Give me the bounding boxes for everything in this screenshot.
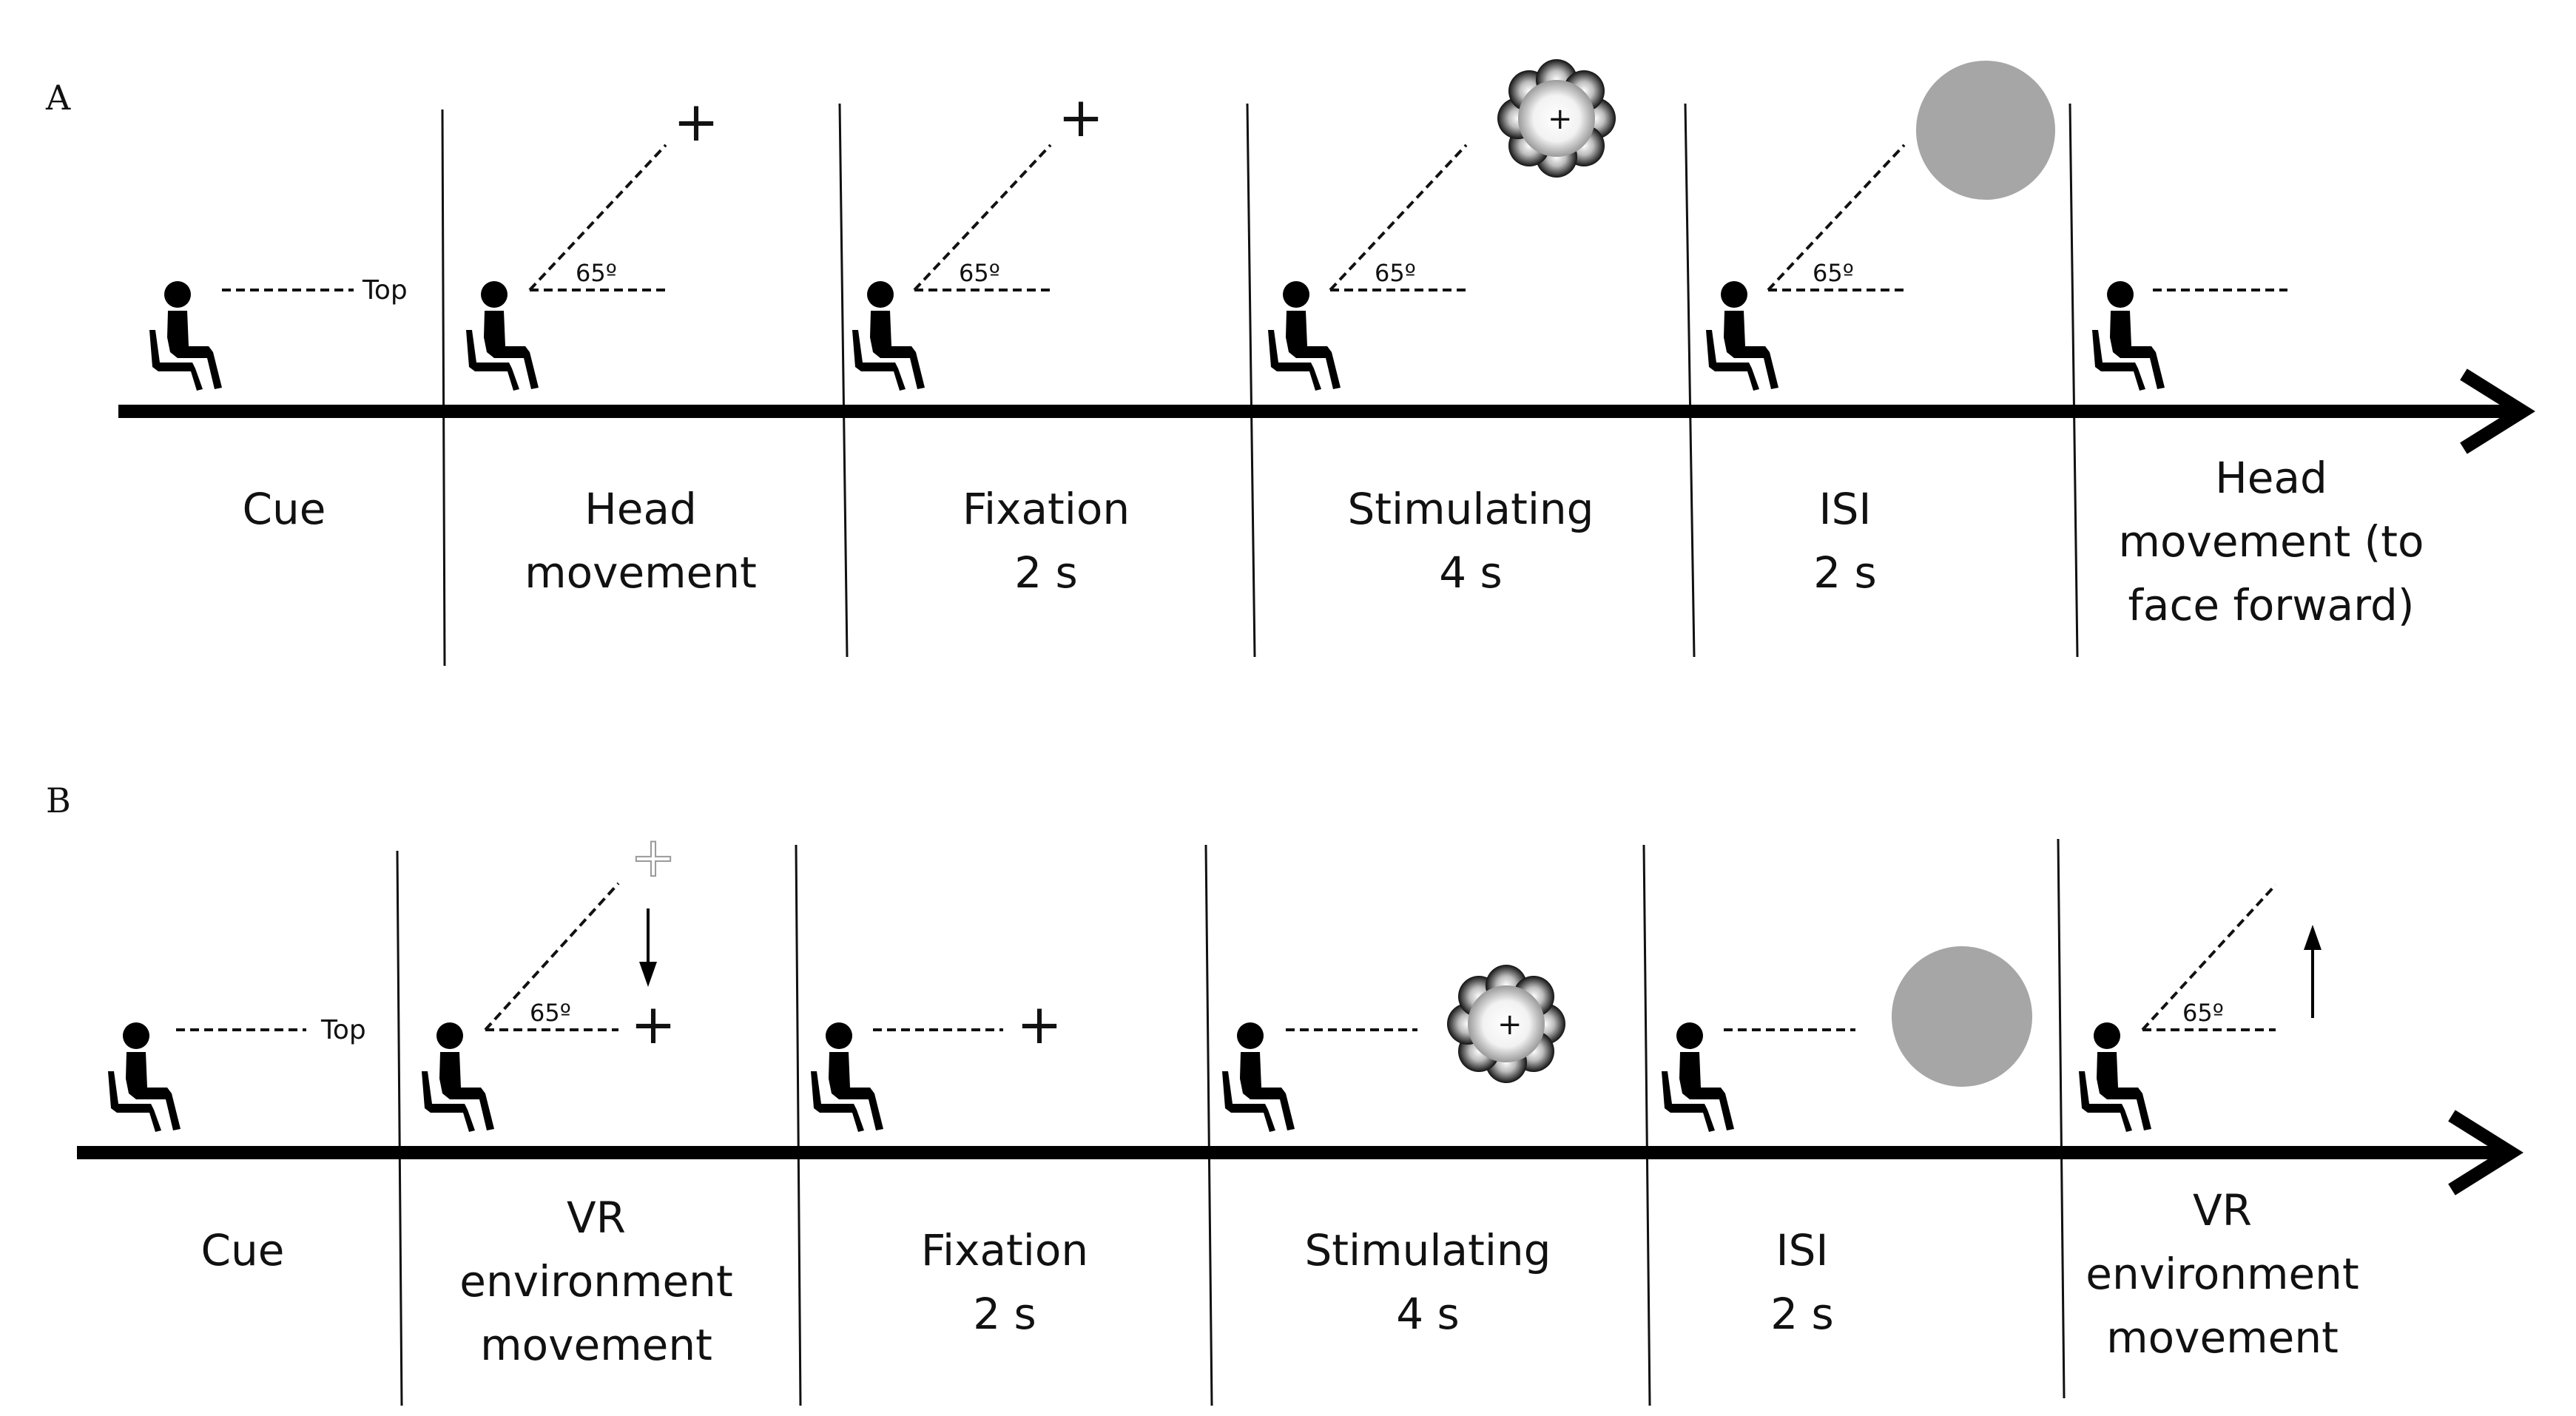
phase-label: Cue (201, 1225, 285, 1275)
faded-fixation-cross: + (630, 826, 676, 889)
seated-person-icon (149, 281, 222, 391)
up-arrow-head-icon (2304, 925, 2322, 950)
seated-person-icon (466, 281, 539, 391)
phase-label: movement (to (2119, 516, 2424, 567)
fixation-cross: + (1016, 993, 1062, 1056)
phase-label: ISI (1776, 1225, 1828, 1275)
phase-label: Head (584, 484, 697, 534)
cue-top-label: Top (362, 275, 408, 306)
phase-label: VR (2193, 1185, 2252, 1235)
seated-person-icon (811, 1022, 883, 1132)
seated-person-icon (1662, 1022, 1734, 1132)
divider (2068, 103, 2079, 658)
divider (795, 844, 802, 1406)
angle-label: 65º (2182, 999, 2224, 1027)
phase-labels-a: Cue Head movement Fixation 2 s Stimulati… (243, 453, 2424, 630)
phase-label: movement (480, 1320, 712, 1370)
phase-label: Stimulating (1304, 1225, 1551, 1275)
seated-person-icon (1706, 281, 1778, 391)
phase-label: 2 s (1014, 547, 1078, 598)
divider (1204, 844, 1213, 1406)
phase-label: Stimulating (1347, 484, 1594, 534)
panel-a: A Top 65º + 65º + 65º + (45, 59, 2535, 667)
gaze-line-raised (2141, 883, 2277, 1031)
phase-labels-b: Cue VR environment movement Fixation 2 s… (201, 1185, 2359, 1370)
seated-person-icon (1268, 281, 1341, 391)
divider (1246, 103, 1256, 658)
isi-grey-disc (1916, 61, 2055, 200)
divider (1684, 103, 1696, 658)
seated-person-icon (852, 281, 925, 391)
phase-label: 4 s (1396, 1289, 1460, 1339)
fixation-cross: + (630, 993, 676, 1056)
phase-label: ISI (1818, 484, 1871, 534)
phase-label: movement (2106, 1312, 2339, 1363)
panel-b: B Top 65º + + + + (46, 781, 2523, 1406)
angle-label: 65º (1813, 259, 1854, 287)
gaze-line-raised (1767, 144, 1906, 291)
timeline-arrowhead-icon (2448, 1110, 2523, 1196)
phase-label: 2 s (1813, 547, 1877, 598)
seated-person-icon (108, 1022, 181, 1132)
phase-label: Cue (243, 484, 326, 534)
checkerboard-stimulus-icon: + (1497, 59, 1616, 178)
phase-label: movement (525, 547, 757, 598)
checkerboard-stimulus-icon: + (1447, 965, 1565, 1083)
gaze-line-raised (484, 882, 620, 1031)
down-arrow-head-icon (639, 962, 657, 987)
phase-label: environment (459, 1256, 732, 1307)
isi-grey-disc (1892, 946, 2032, 1087)
panel-b-letter: B (46, 781, 71, 820)
divider (2057, 838, 2066, 1399)
phase-label: 4 s (1439, 547, 1503, 598)
phase-label: Head (2215, 453, 2327, 503)
angle-label: 65º (959, 259, 1000, 287)
divider (441, 109, 446, 667)
phase-label: Fixation (921, 1225, 1088, 1275)
angle-label: 65º (1375, 259, 1416, 287)
gaze-line-raised (528, 144, 667, 291)
gaze-line-raised (913, 144, 1052, 291)
phase-label: face forward) (2128, 580, 2415, 630)
phase-label: 2 s (973, 1289, 1036, 1339)
timeline-arrowhead-icon (2460, 368, 2535, 454)
angle-label: 65º (576, 259, 617, 287)
phase-label: environment (2086, 1249, 2358, 1299)
divider (1642, 844, 1651, 1406)
fixation-cross: + (1058, 86, 1104, 149)
cue-top-label: Top (320, 1015, 366, 1045)
stimulus-fixation-cross: + (1497, 1008, 1523, 1042)
seated-person-icon (2079, 1022, 2151, 1132)
panel-a-letter: A (45, 78, 71, 118)
seated-person-icon (422, 1022, 494, 1132)
phase-label: 2 s (1770, 1289, 1834, 1339)
seated-person-icon (1222, 1022, 1295, 1132)
divider (838, 103, 849, 658)
seated-person-icon (2092, 281, 2165, 391)
angle-label: 65º (530, 999, 571, 1027)
gaze-line-raised (1329, 144, 1468, 291)
stimulus-fixation-cross: + (1548, 102, 1573, 136)
divider (396, 850, 403, 1406)
phase-label: VR (567, 1193, 626, 1243)
fixation-cross: + (673, 90, 719, 154)
phase-label: Fixation (962, 484, 1130, 534)
